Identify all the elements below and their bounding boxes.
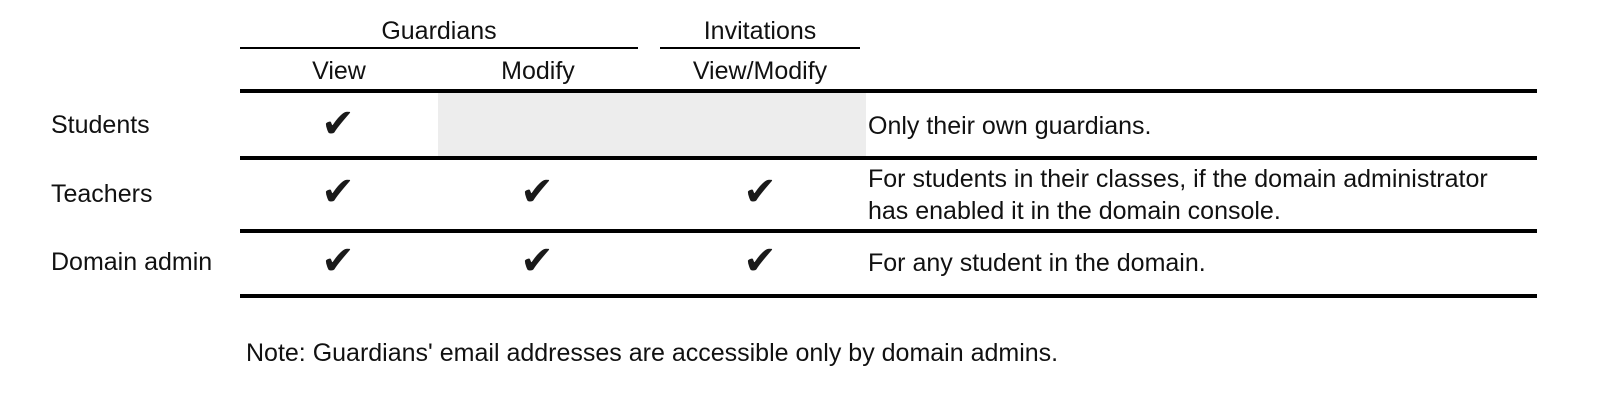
table-footnote: Note: Guardians' email addresses are acc…: [246, 339, 1059, 367]
check-icon-domain-admin-guardians-modify: ✔: [520, 238, 554, 284]
table-row-label-domain-admin: Domain admin: [51, 248, 213, 276]
column-header-invitations-view-modify: View/Modify: [692, 57, 828, 85]
table-row-description-teachers: For students in their classes, if the do…: [868, 165, 1488, 225]
table-rule-after-students: [240, 156, 1537, 160]
table-row-description-domain-admin: For any student in the domain.: [868, 249, 1206, 277]
column-group-rule-guardians: [240, 47, 638, 49]
check-icon-domain-admin-invitations-view-modify: ✔: [743, 238, 777, 284]
check-icon-teachers-guardians-view: ✔: [321, 169, 355, 215]
table-rule-table-bottom: [240, 294, 1537, 298]
table-rule-after-teachers: [240, 229, 1537, 233]
check-icon-students-guardians-view: ✔: [321, 101, 355, 147]
column-group-header-invitations: Invitations: [703, 17, 817, 45]
column-group-rule-invitations: [660, 47, 860, 49]
check-icon-teachers-invitations-view-modify: ✔: [743, 169, 777, 215]
table-rule-header-bottom: [240, 89, 1537, 93]
table-cell-shaded-students-modify-invitations: [438, 93, 866, 156]
table-row-description-students: Only their own guardians.: [868, 112, 1152, 140]
table-row-label-students: Students: [51, 111, 150, 139]
check-icon-domain-admin-guardians-view: ✔: [321, 238, 355, 284]
table-row-label-teachers: Teachers: [51, 180, 153, 208]
check-icon-teachers-guardians-modify: ✔: [520, 169, 554, 215]
column-group-header-guardians: Guardians: [381, 17, 497, 45]
column-header-guardians-view: View: [312, 57, 366, 85]
column-header-guardians-modify: Modify: [501, 57, 575, 85]
